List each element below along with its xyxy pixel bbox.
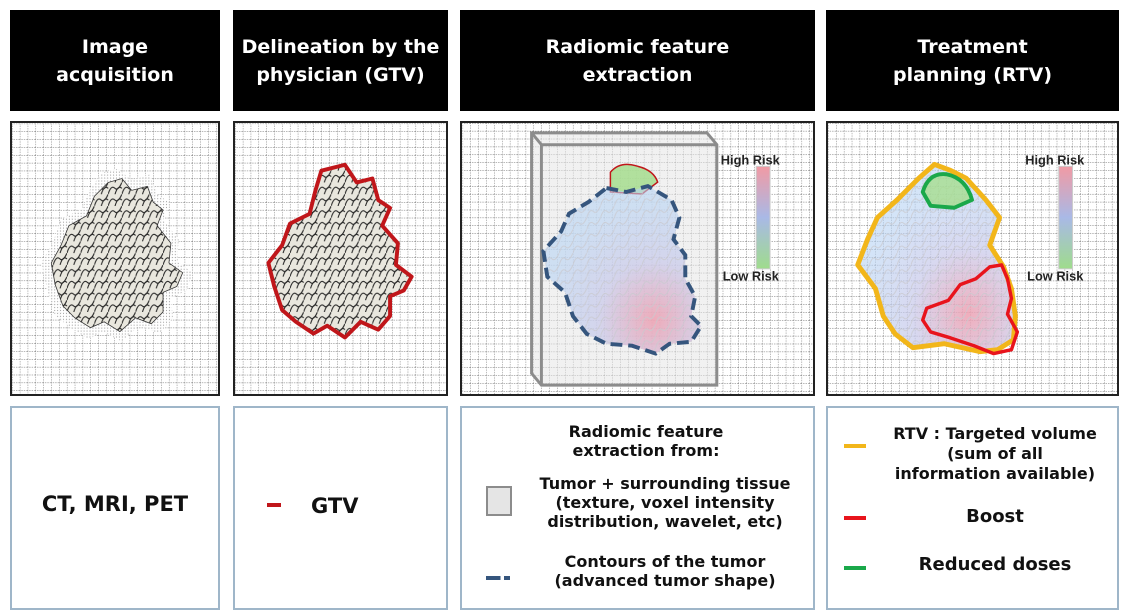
rtv-contour: [855, 161, 1018, 355]
reduced-legend-label: Reduced doses: [918, 554, 1072, 575]
image-panel-planning: High Risk Low Risk: [826, 121, 1119, 396]
risk-scale-bar-planning: [1058, 165, 1074, 270]
reduced-dose-contour: [920, 172, 974, 210]
header-treatment-planning: Treatment planning (RTV): [826, 10, 1119, 111]
risk-low-label-planning: Low Risk: [1027, 269, 1084, 284]
modalities-text: CT, MRI, PET: [41, 492, 189, 516]
risk-scale-bar: [755, 165, 771, 270]
header-delineation: Delineation by the physician (GTV): [233, 10, 448, 111]
image-panel-delineation: [233, 121, 448, 396]
caption-panel-planning: RTV : Targeted volume (sum of all inform…: [826, 406, 1119, 610]
tumor-contour-dashed: [541, 183, 704, 356]
image-panel-acquisition: [10, 121, 220, 396]
scan-acquisition: [12, 123, 218, 394]
header-treatment-planning-label: Treatment planning (RTV): [892, 35, 1053, 86]
tumor-shape: [50, 178, 184, 333]
scan-radiomics: High Risk Low Risk: [462, 123, 813, 394]
boost-legend-label: Boost: [966, 506, 1024, 527]
contour-dash-icon: [486, 576, 510, 580]
radiomics-item-tissue: Tumor + surrounding tissue (texture, vox…: [539, 474, 791, 531]
caption-panel-delineation: GTV: [233, 406, 448, 610]
reduced-legend-swatch: [844, 566, 866, 570]
image-panel-radiomics: High Risk Low Risk: [460, 121, 815, 396]
rtv-legend-swatch: [844, 444, 866, 448]
boost-legend-swatch: [844, 516, 866, 520]
tissue-swatch-icon: [486, 486, 512, 516]
risk-high-label: High Risk: [721, 152, 781, 167]
tumor-texture-planning: [857, 164, 1016, 352]
risk-low-label: Low Risk: [723, 269, 780, 284]
header-image-acquisition-label: Image acquisition: [56, 35, 174, 86]
caption-panel-radiomics: Radiomic feature extraction from: Tumor …: [460, 406, 815, 610]
gtv-legend-label: GTV: [311, 494, 359, 518]
header-radiomic-extraction: Radiomic feature extraction: [460, 10, 815, 111]
radiomics-heading: Radiomic feature extraction from:: [568, 422, 724, 460]
scan-planning: High Risk Low Risk: [828, 123, 1117, 394]
header-delineation-label: Delineation by the physician (GTV): [241, 35, 440, 86]
caption-panel-acquisition: CT, MRI, PET: [10, 406, 220, 610]
header-radiomic-extraction-label: Radiomic feature extraction: [545, 35, 730, 86]
gtv-legend-swatch: [267, 503, 281, 507]
header-image-acquisition: Image acquisition: [10, 10, 220, 111]
boost-contour: [921, 263, 1020, 356]
tumor-texture: [543, 186, 702, 354]
scan-delineation: [235, 123, 446, 394]
gtv-contour: [266, 162, 414, 340]
radiomics-item-contours: Contours of the tumor (advanced tumor sh…: [554, 552, 776, 590]
rtv-legend-label: RTV : Targeted volume (sum of all inform…: [893, 424, 1097, 483]
risk-high-label-planning: High Risk: [1025, 152, 1085, 167]
